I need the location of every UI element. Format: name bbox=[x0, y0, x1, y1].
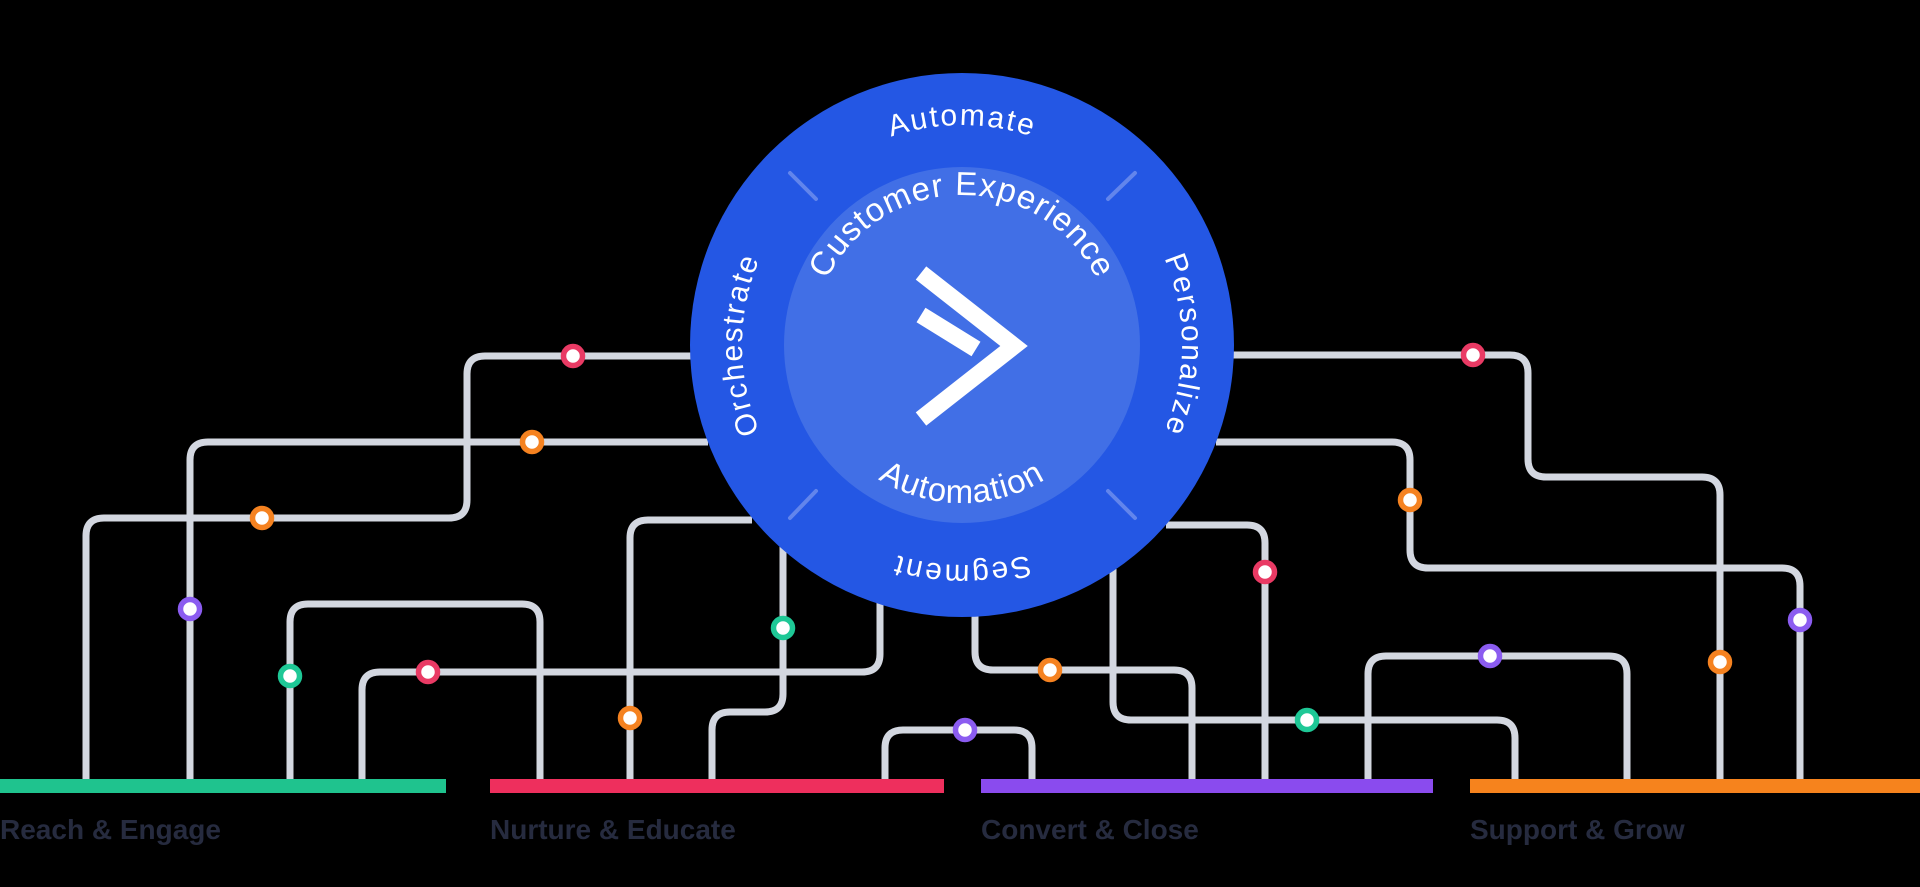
wire-reach2-to-hub-left bbox=[186, 438, 708, 783]
green-node bbox=[1294, 707, 1320, 733]
tick-se bbox=[1106, 489, 1137, 520]
orange-node bbox=[249, 505, 275, 531]
red-node bbox=[415, 659, 441, 685]
red-node bbox=[1252, 559, 1278, 585]
stage-label: Support & Grow bbox=[1470, 814, 1685, 845]
wire-hub-lowerleft-to-nurture2 bbox=[626, 516, 752, 783]
wire-reach1-to-hub-left-upper bbox=[82, 352, 692, 783]
wire-hub-right-upper-to-support3 bbox=[1233, 351, 1724, 783]
purple-node bbox=[177, 596, 203, 622]
orange-node bbox=[1707, 649, 1733, 675]
purple-node bbox=[1477, 643, 1503, 669]
stage-support-grow: Support & Grow bbox=[1470, 779, 1920, 846]
red-node bbox=[1460, 342, 1486, 368]
orange-node bbox=[1397, 487, 1423, 513]
wire-hub-bottom-to-nurture3 bbox=[708, 545, 787, 783]
purple-node bbox=[952, 717, 978, 743]
tick-nw bbox=[788, 171, 818, 201]
orange-node bbox=[617, 705, 643, 731]
hub: Automate Personalize Segment Orchestrate… bbox=[690, 73, 1234, 617]
wire-hub-bottom-to-convert2 bbox=[971, 614, 1196, 783]
stage-reach-engage: Reach & Engage bbox=[0, 779, 446, 846]
ring-ticks bbox=[788, 171, 1137, 520]
activecampaign-chevron-icon bbox=[915, 266, 1028, 426]
orange-node bbox=[1037, 657, 1063, 683]
stage-bar bbox=[1470, 779, 1920, 793]
wire-hub-bottomright-to-support1 bbox=[1109, 569, 1519, 783]
stage-convert-close: Convert & Close bbox=[981, 779, 1433, 846]
wire-nodes bbox=[177, 342, 1813, 743]
wire-reach3-to-nurture1 bbox=[286, 600, 544, 783]
stage-bar bbox=[0, 779, 446, 793]
stage-label: Reach & Engage bbox=[0, 814, 221, 845]
stage-bar bbox=[490, 779, 944, 793]
green-node bbox=[277, 663, 303, 689]
stage-bar bbox=[981, 779, 1433, 793]
green-node bbox=[770, 615, 796, 641]
wire-hub-right-to-support4 bbox=[1216, 438, 1804, 783]
orange-node bbox=[519, 429, 545, 455]
purple-node bbox=[1787, 607, 1813, 633]
wire-reach4-to-hub-bottom-left bbox=[358, 600, 884, 783]
stage-label: Convert & Close bbox=[981, 814, 1199, 845]
stage-nurture-educate: Nurture & Educate bbox=[490, 779, 944, 846]
tick-ne bbox=[1106, 171, 1137, 201]
wire-hub-lowerright-to-convert3 bbox=[1166, 521, 1269, 783]
stage-label: Nurture & Educate bbox=[490, 814, 736, 845]
tick-sw bbox=[788, 489, 818, 520]
red-node bbox=[560, 343, 586, 369]
